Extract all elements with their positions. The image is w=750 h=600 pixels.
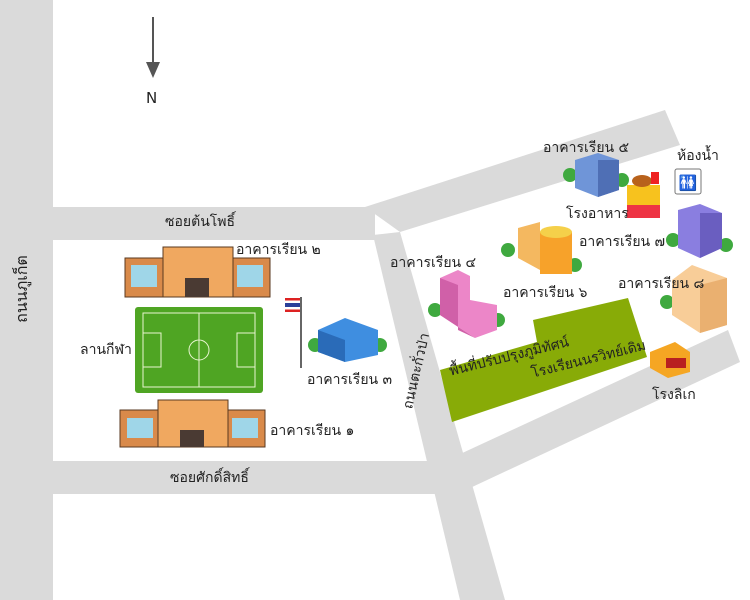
svg-text:🚻: 🚻: [679, 174, 698, 192]
field-label: ลานกีฬา: [80, 342, 132, 358]
building-2-label: อาคารเรียน ๒: [236, 242, 321, 258]
compass-north-label: N: [146, 89, 158, 107]
building-8-label: อาคารเรียน ๘: [618, 276, 705, 292]
canteen-label: โรงอาหาร: [566, 206, 629, 222]
sports-field-icon: [135, 307, 263, 393]
building-2-icon: [124, 246, 271, 298]
building-5-label: อาคารเรียน ๕: [543, 140, 630, 156]
road-left: [0, 0, 53, 600]
road-label-left: ถนนภูเก็ต: [11, 255, 31, 323]
landscape-area: [440, 298, 647, 422]
building-3-label: อาคารเรียน ๓: [307, 372, 393, 388]
building-7-icon: [666, 204, 733, 258]
canteen-icon: [627, 172, 660, 218]
thai-flag-icon: [285, 297, 302, 368]
building-3-icon: [308, 318, 387, 362]
building-7-label: อาคารเรียน ๗: [579, 234, 666, 250]
theater-icon: [650, 342, 690, 378]
building-1-icon: [119, 399, 266, 448]
building-6-label: อาคารเรียน ๖: [503, 285, 588, 301]
road-label-top: ซอยต้นโพธิ์: [165, 214, 236, 230]
building-5-icon: [563, 153, 629, 197]
building-8-icon: [660, 265, 727, 333]
restroom-label: ห้องน้ำ: [677, 148, 719, 164]
road-top: [53, 207, 375, 240]
building-4-icon: [428, 270, 505, 338]
building-4-label: อาคารเรียน ๔: [390, 255, 477, 271]
road-upper-diagonal: [365, 110, 680, 232]
restroom-icon: 🚻: [674, 168, 702, 195]
road-bottom: [53, 461, 438, 494]
road-label-bottom: ซอยศักดิ์สิทธิ์: [170, 470, 249, 486]
building-1-label: อาคารเรียน ๑: [270, 423, 355, 439]
compass-arrow-icon: [146, 17, 160, 78]
road-slanted: [373, 232, 505, 600]
theater-label: โรงลิเก: [652, 387, 696, 403]
building-6-icon: [501, 222, 582, 274]
